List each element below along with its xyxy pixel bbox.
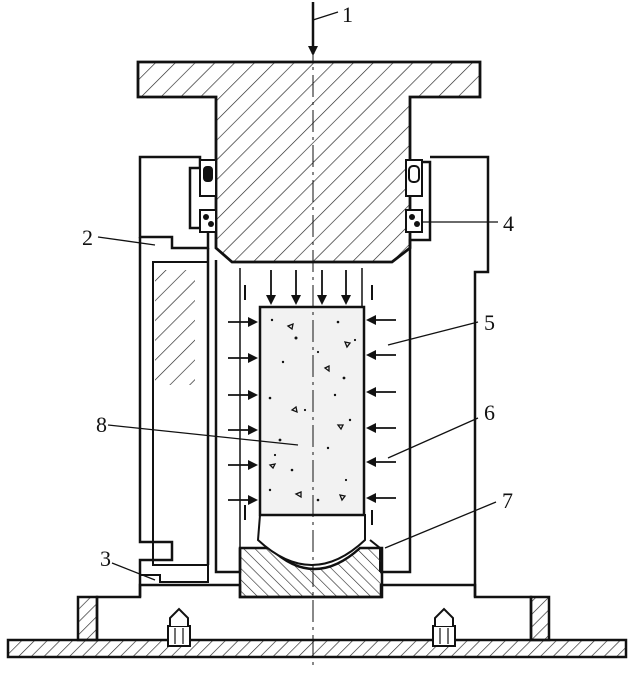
callout-7: 7 bbox=[502, 488, 513, 513]
callout-5: 5 bbox=[484, 310, 495, 335]
callout-6: 6 bbox=[484, 400, 495, 425]
seals-left bbox=[199, 159, 217, 233]
callout-2: 2 bbox=[82, 225, 93, 250]
seals-right bbox=[405, 159, 423, 233]
leader-lines bbox=[97, 11, 498, 581]
callout-3: 3 bbox=[100, 546, 111, 571]
bottom-platen bbox=[238, 514, 384, 599]
bolt-left bbox=[167, 607, 191, 647]
callout-8: 8 bbox=[96, 412, 107, 437]
base-plate bbox=[6, 583, 628, 659]
loading-piston bbox=[136, 60, 482, 264]
bolt-right bbox=[432, 607, 456, 647]
lateral-pressure-arrows-left bbox=[228, 317, 258, 505]
port-2 bbox=[140, 236, 208, 249]
callout-4: 4 bbox=[503, 211, 514, 236]
specimen bbox=[258, 305, 366, 517]
outer-cylinder-right bbox=[380, 155, 490, 597]
callout-1: 1 bbox=[342, 2, 353, 27]
callout-labels: 1 2 3 4 5 6 7 8 bbox=[82, 2, 514, 571]
axial-pressure-arrows bbox=[266, 270, 351, 305]
lateral-pressure-arrows-right bbox=[366, 315, 396, 503]
outer-cylinder-left bbox=[138, 155, 210, 597]
